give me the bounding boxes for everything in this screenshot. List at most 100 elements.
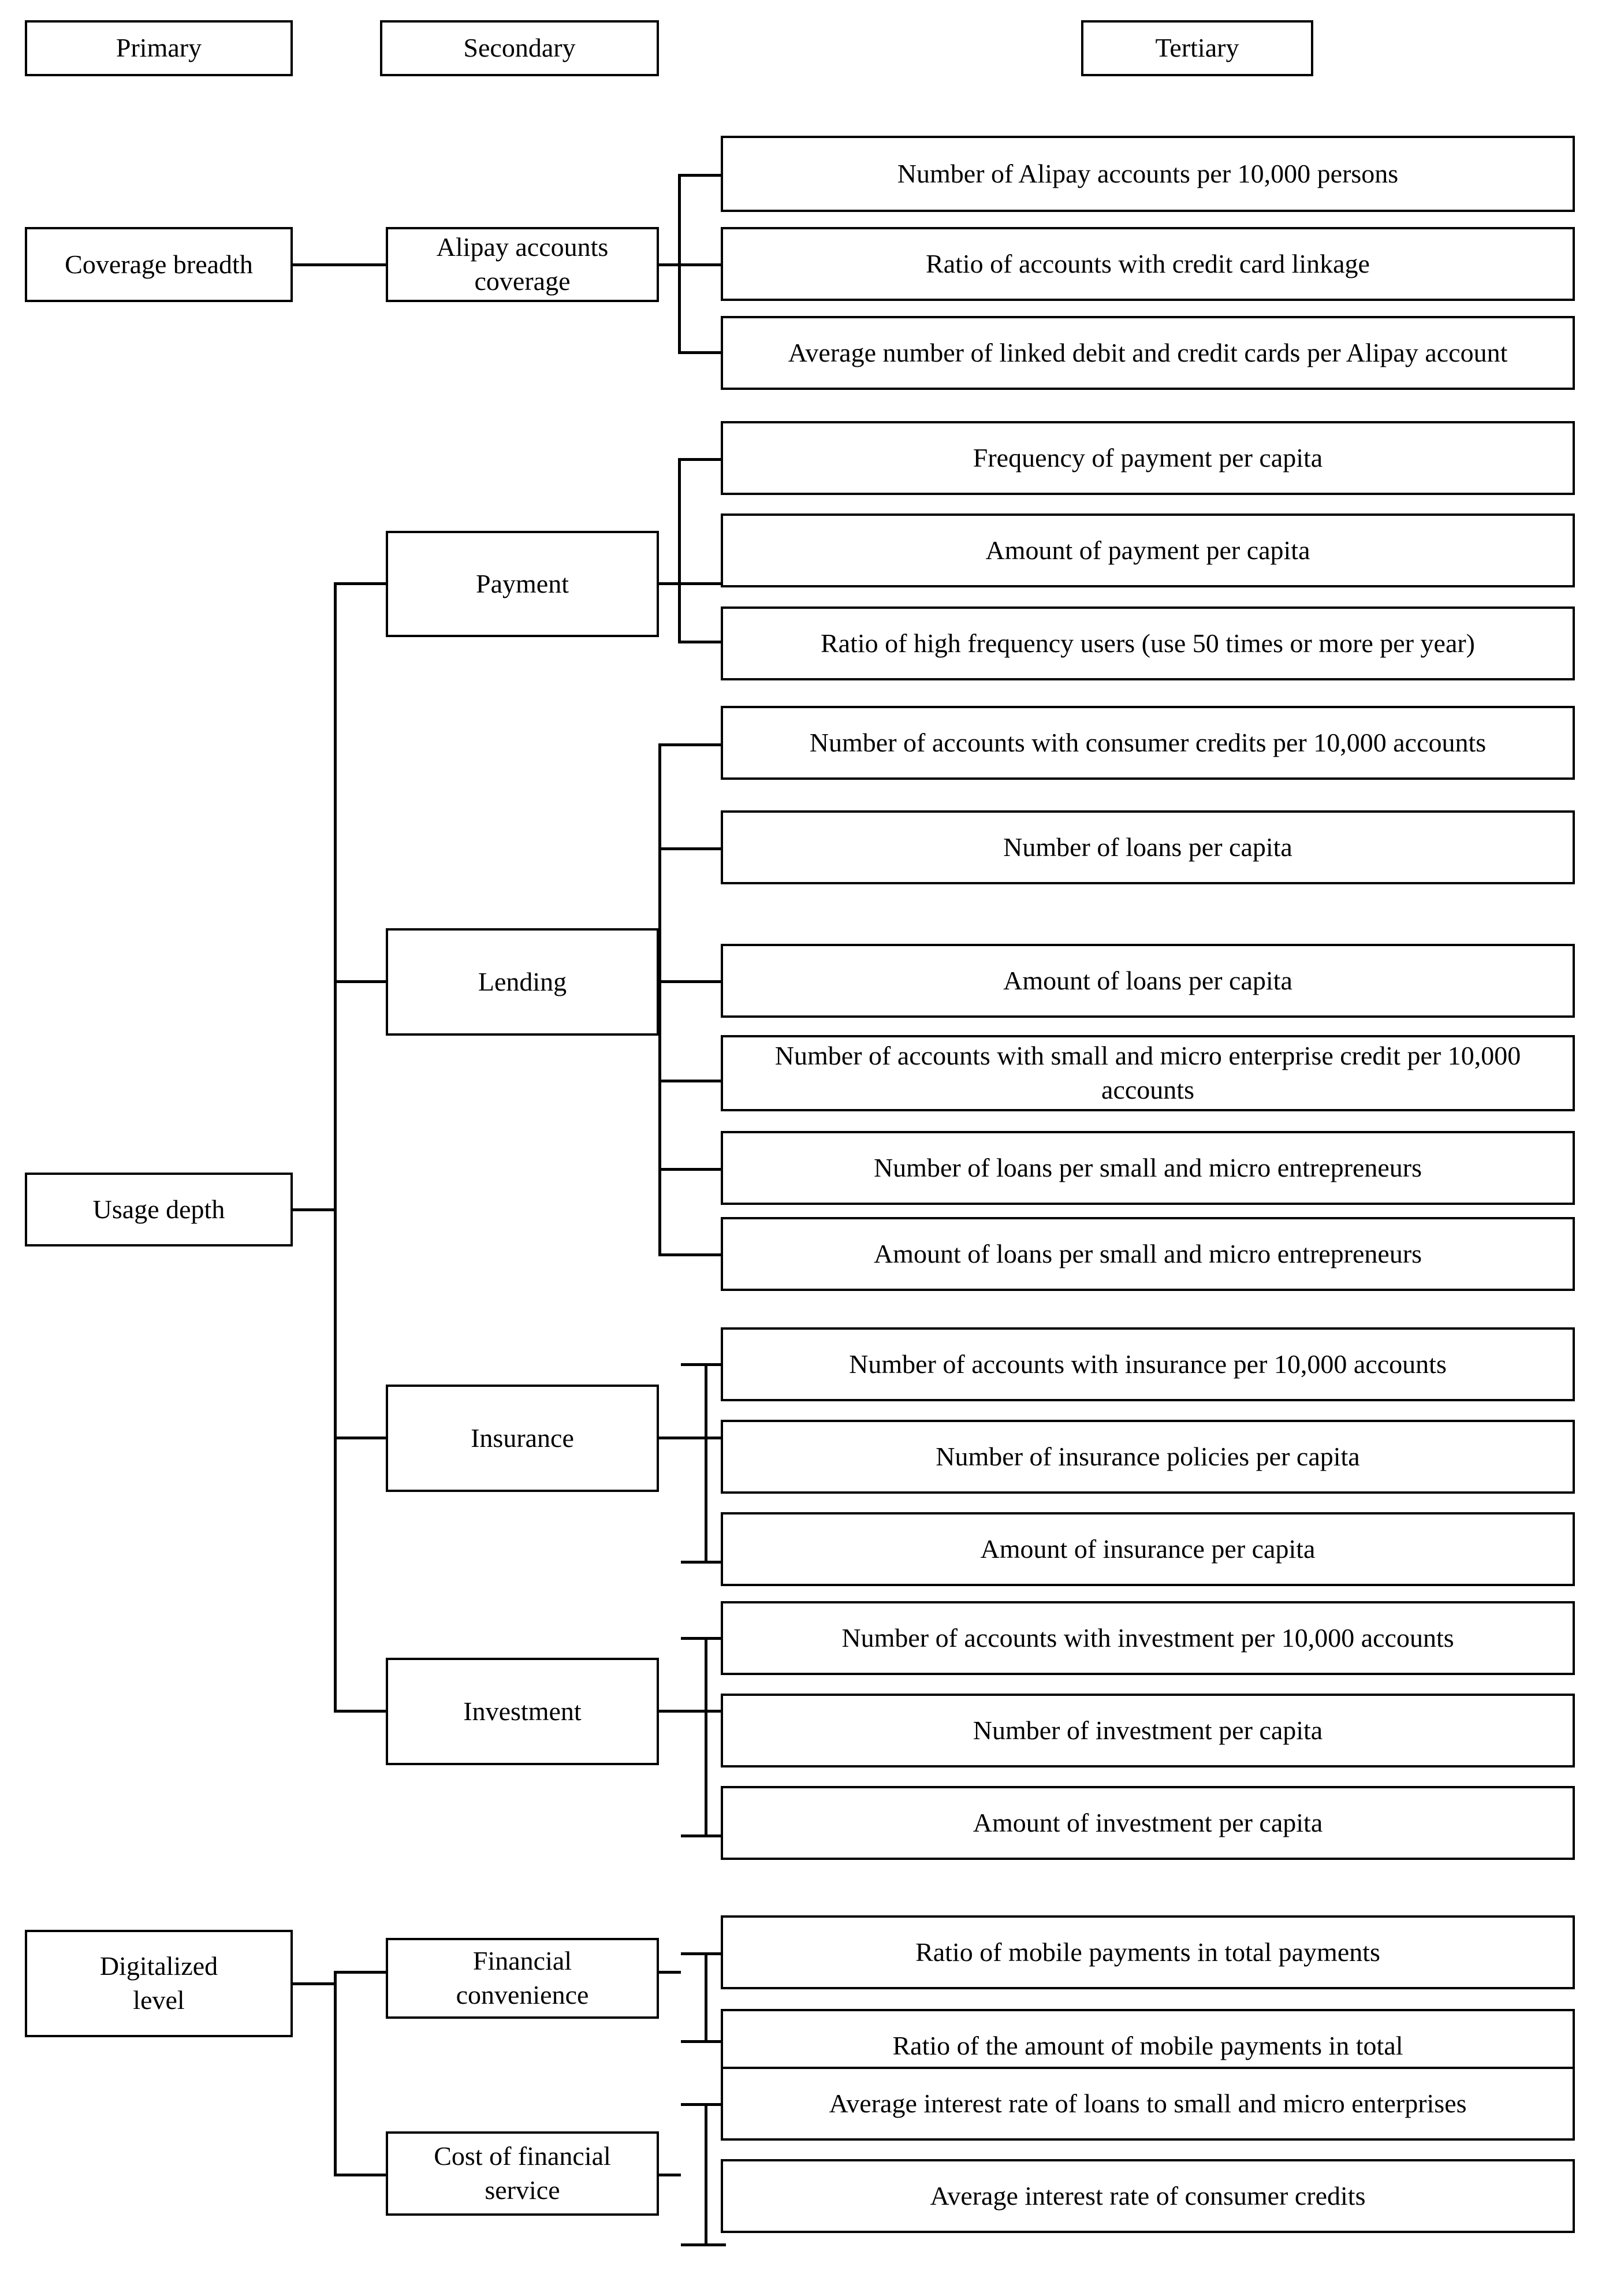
tertiary-node-t8-label: Number of loans per capita [1003, 832, 1292, 862]
tertiary-node-t2-label: Ratio of accounts with credit card linka… [926, 248, 1370, 278]
tertiary-node-t5[interactable]: Amount of payment per capita [721, 513, 1575, 587]
connector-branch-t8 [658, 847, 723, 850]
tertiary-node-t21[interactable]: Average interest rate of loans to small … [721, 2067, 1575, 2141]
primary-node-digitalized-level[interactable]: Digitalized level [25, 1930, 293, 2037]
tertiary-node-t20-label: Ratio of the amount of mobile payments i… [892, 2030, 1403, 2060]
tertiary-node-t1[interactable]: Number of Alipay accounts per 10,000 per… [721, 136, 1575, 212]
secondary-node-cost-of-financial-service[interactable]: Cost of financial service [386, 2131, 659, 2216]
tertiary-node-t17-label: Number of investment per capita [973, 1715, 1323, 1745]
tertiary-node-t7[interactable]: Number of accounts with consumer credits… [721, 706, 1575, 780]
connector-trunk-to-insurance [334, 1437, 389, 1439]
tertiary-node-t16-label: Number of accounts with investment per 1… [841, 1623, 1454, 1653]
tertiary-node-t18[interactable]: Amount of investment per capita [721, 1786, 1575, 1860]
connector-investment-stub [658, 1710, 681, 1713]
tertiary-node-t15[interactable]: Amount of insurance per capita [721, 1512, 1575, 1586]
column-header-primary: Primary [25, 20, 293, 76]
primary-node-usage-depth[interactable]: Usage depth [25, 1173, 293, 1246]
tertiary-node-t9[interactable]: Amount of loans per capita [721, 944, 1575, 1018]
connector-branch-t2 [678, 263, 723, 266]
tertiary-node-t12[interactable]: Amount of loans per small and micro entr… [721, 1217, 1575, 1291]
connector-digitalized-to-trunk [292, 1982, 337, 1985]
secondary-node-insurance-label: Insurance [471, 1423, 574, 1453]
connector-branch-t11 [658, 1168, 723, 1171]
tertiary-node-t12-label: Amount of loans per small and micro entr… [873, 1238, 1422, 1268]
connector-branch-t20 [681, 2040, 726, 2043]
secondary-node-payment[interactable]: Payment [386, 531, 659, 637]
secondary-node-insurance[interactable]: Insurance [386, 1385, 659, 1492]
connector-bus-financial-convenience [705, 1953, 707, 2043]
connector-branch-t16 [681, 1637, 726, 1640]
tertiary-node-t17[interactable]: Number of investment per capita [721, 1694, 1575, 1767]
connector-branch-t19 [681, 1952, 726, 1955]
tertiary-node-t21-label: Average interest rate of loans to small … [829, 2088, 1467, 2118]
primary-node-coverage-breadth[interactable]: Coverage breadth [25, 227, 293, 302]
secondary-node-alipay-accounts-coverage-label: Alipay accounts coverage [436, 232, 609, 296]
tertiary-node-t8[interactable]: Number of loans per capita [721, 810, 1575, 884]
connector-trunk-to-investment [334, 1710, 389, 1713]
primary-node-usage-depth-label: Usage depth [92, 1194, 225, 1224]
tertiary-node-t2[interactable]: Ratio of accounts with credit card linka… [721, 227, 1575, 301]
connector-alipay-stub [658, 263, 681, 266]
connector-bus-lending [658, 745, 661, 1256]
secondary-node-financial-convenience[interactable]: Financial convenience [386, 1938, 659, 2019]
connector-trunk-to-cost-of-financial-service [334, 2174, 389, 2176]
secondary-node-investment[interactable]: Investment [386, 1658, 659, 1765]
tertiary-node-t4[interactable]: Frequency of payment per capita [721, 421, 1575, 495]
connector-branch-t5 [678, 582, 723, 585]
secondary-node-financial-convenience-label: Financial convenience [456, 1946, 589, 2010]
tertiary-node-t3[interactable]: Average number of linked debit and credi… [721, 316, 1575, 390]
secondary-node-alipay-accounts-coverage[interactable]: Alipay accounts coverage [386, 227, 659, 302]
column-header-tertiary: Tertiary [1081, 20, 1313, 76]
connector-financial-convenience-stub [658, 1971, 681, 1974]
connector-branch-t6 [678, 641, 723, 643]
connector-trunk-to-payment [334, 582, 389, 585]
primary-node-digitalized-level-label: Digitalized level [99, 1951, 218, 2015]
connector-bus-cost-of-financial-service [705, 2104, 707, 2246]
connector-branch-t7 [658, 743, 723, 746]
connector-insurance-stub [658, 1437, 681, 1439]
column-header-secondary-label: Secondary [463, 33, 576, 63]
connector-bus-investment [705, 1638, 707, 1837]
tertiary-node-t19-label: Ratio of mobile payments in total paymen… [915, 1937, 1380, 1967]
connector-branch-t15 [681, 1561, 726, 1564]
connector-branch-t13 [681, 1363, 726, 1366]
connector-trunk-to-lending [334, 980, 389, 983]
tertiary-node-t1-label: Number of Alipay accounts per 10,000 per… [897, 158, 1399, 188]
tertiary-node-t19[interactable]: Ratio of mobile payments in total paymen… [721, 1915, 1575, 1989]
secondary-node-investment-label: Investment [463, 1696, 582, 1726]
tertiary-node-t10[interactable]: Number of accounts with small and micro … [721, 1035, 1575, 1111]
connector-branch-t14 [681, 1437, 726, 1439]
connector-branch-t21 [681, 2103, 726, 2106]
connector-branch-t3 [678, 351, 723, 354]
tertiary-node-t14-label: Number of insurance policies per capita [936, 1441, 1360, 1471]
tertiary-node-t13[interactable]: Number of accounts with insurance per 10… [721, 1327, 1575, 1401]
connector-cost-of-financial-service-stub [658, 2174, 681, 2176]
connector-branch-t4 [678, 458, 723, 461]
tertiary-node-t7-label: Number of accounts with consumer credits… [809, 727, 1487, 757]
tertiary-node-t4-label: Frequency of payment per capita [973, 442, 1323, 472]
connector-trunk-digitalized [334, 1971, 337, 2176]
connector-usage-to-trunk [292, 1208, 337, 1211]
tertiary-node-t6[interactable]: Ratio of high frequency users (use 50 ti… [721, 606, 1575, 680]
tertiary-node-t11[interactable]: Number of loans per small and micro entr… [721, 1131, 1575, 1205]
secondary-node-payment-label: Payment [476, 568, 569, 598]
connector-branch-t17 [681, 1710, 726, 1713]
connector-branch-t1 [678, 174, 723, 177]
primary-node-coverage-breadth-label: Coverage breadth [65, 249, 253, 279]
tertiary-node-t5-label: Amount of payment per capita [985, 535, 1310, 565]
connector-branch-t12 [658, 1253, 723, 1256]
tertiary-node-t14[interactable]: Number of insurance policies per capita [721, 1420, 1575, 1494]
connector-branch-t18 [681, 1834, 726, 1837]
secondary-node-cost-of-financial-service-label: Cost of financial service [434, 2141, 611, 2205]
column-header-tertiary-label: Tertiary [1155, 33, 1239, 63]
tertiary-node-t15-label: Amount of insurance per capita [980, 1534, 1316, 1564]
connector-bus-payment [678, 459, 681, 642]
tertiary-node-t16[interactable]: Number of accounts with investment per 1… [721, 1601, 1575, 1675]
tertiary-node-t22[interactable]: Average interest rate of consumer credit… [721, 2159, 1575, 2233]
connector-branch-t10 [658, 1080, 723, 1082]
tertiary-node-t13-label: Number of accounts with insurance per 10… [849, 1349, 1447, 1379]
tertiary-node-t3-label: Average number of linked debit and credi… [788, 337, 1508, 367]
tertiary-node-t22-label: Average interest rate of consumer credit… [930, 2180, 1366, 2211]
secondary-node-lending[interactable]: Lending [386, 928, 659, 1036]
